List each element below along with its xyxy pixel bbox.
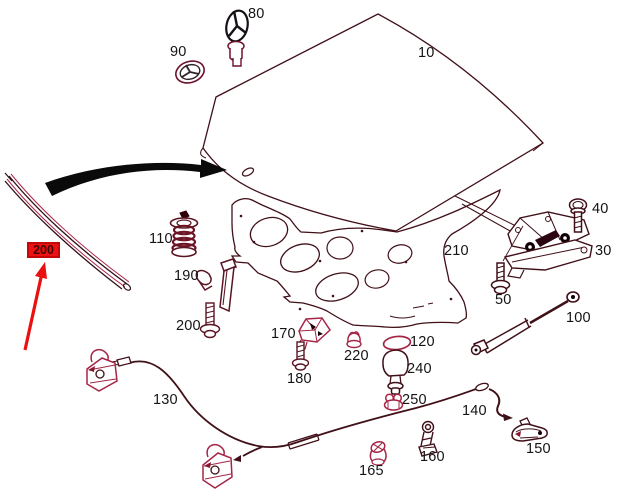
clip-165-drawing xyxy=(369,440,387,466)
pointer-arrow-icon xyxy=(23,262,47,351)
part-label-240[interactable]: 240 xyxy=(407,361,432,377)
part-label-220[interactable]: 220 xyxy=(344,348,369,364)
part-label-210[interactable]: 210 xyxy=(444,243,469,259)
part-label-30[interactable]: 30 xyxy=(595,243,612,259)
bolt-50-drawing xyxy=(490,262,511,295)
star-emblem-drawing xyxy=(225,9,249,67)
clip-170-drawing xyxy=(296,317,331,350)
hood-drawing xyxy=(200,13,545,232)
part-label-140[interactable]: 140 xyxy=(462,403,487,419)
part-label-50[interactable]: 50 xyxy=(495,292,512,308)
direction-arrow-icon xyxy=(45,159,227,196)
part-label-160[interactable]: 160 xyxy=(420,449,445,465)
part-label-200[interactable]: 200 xyxy=(176,318,201,334)
part-label-130[interactable]: 130 xyxy=(153,392,178,408)
release-cable-drawing xyxy=(111,356,513,462)
gas-strut-drawing xyxy=(470,291,580,356)
buffer-240-drawing xyxy=(382,349,409,395)
buffer-spring-drawing xyxy=(169,210,199,258)
part-label-90[interactable]: 90 xyxy=(170,44,187,60)
hinge-drawing xyxy=(454,195,593,279)
part-label-170[interactable]: 170 xyxy=(271,326,296,342)
part-label-40[interactable]: 40 xyxy=(592,201,609,217)
part-label-110[interactable]: 110 xyxy=(149,231,173,247)
part-label-100[interactable]: 100 xyxy=(566,310,591,326)
bolt-180-drawing xyxy=(291,341,310,371)
weatherstrip-drawing xyxy=(4,172,132,291)
bracket-190-drawing xyxy=(195,258,237,313)
part-label-165[interactable]: 165 xyxy=(359,463,384,479)
bracket-160-drawing xyxy=(418,420,438,457)
grommet-250-drawing xyxy=(383,393,404,411)
inner-panel-drawing xyxy=(230,188,501,329)
latch-front-drawing xyxy=(86,348,118,392)
clip-220-drawing xyxy=(346,331,362,349)
selected-part-label-200[interactable]: 200 xyxy=(27,242,60,258)
part-label-150[interactable]: 150 xyxy=(526,441,551,457)
latch-lower-drawing xyxy=(202,443,233,489)
part-label-120[interactable]: 120 xyxy=(410,334,435,350)
part-label-10[interactable]: 10 xyxy=(418,45,435,61)
bolt-40-drawing xyxy=(568,198,588,233)
hook-150-drawing xyxy=(511,417,548,442)
part-label-80[interactable]: 80 xyxy=(248,6,265,22)
part-label-190[interactable]: 190 xyxy=(174,268,199,284)
part-label-250[interactable]: 250 xyxy=(402,392,427,408)
ring-120-drawing xyxy=(382,335,412,351)
badge-emblem-drawing xyxy=(175,60,205,84)
bolt-200-drawing xyxy=(199,302,221,339)
part-label-180[interactable]: 180 xyxy=(287,371,312,387)
